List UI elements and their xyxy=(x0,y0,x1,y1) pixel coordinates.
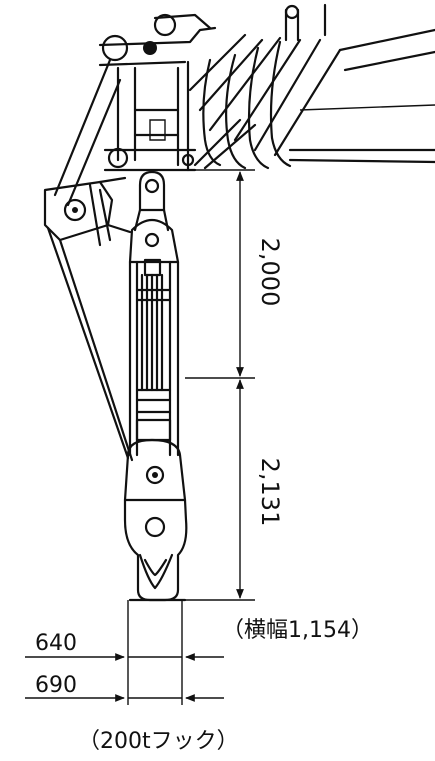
dimension-640-label: 640 xyxy=(35,631,77,656)
dimension-2131: 2,131 xyxy=(185,379,284,601)
width-note: （横幅1,154） xyxy=(222,618,373,643)
boom-head xyxy=(53,3,435,207)
dimension-690: 690 xyxy=(25,673,224,702)
dimension-640: 640 xyxy=(25,600,224,705)
dimension-2000-label: 2,000 xyxy=(256,238,284,307)
wire-rope xyxy=(46,226,130,460)
caption: （200tフック） xyxy=(78,729,239,754)
dimension-2000: 2,000 xyxy=(185,169,284,379)
hook-block xyxy=(123,170,188,602)
side-sheave xyxy=(43,176,132,247)
dimension-690-label: 690 xyxy=(35,673,77,698)
dimension-2131-label: 2,131 xyxy=(256,458,284,527)
